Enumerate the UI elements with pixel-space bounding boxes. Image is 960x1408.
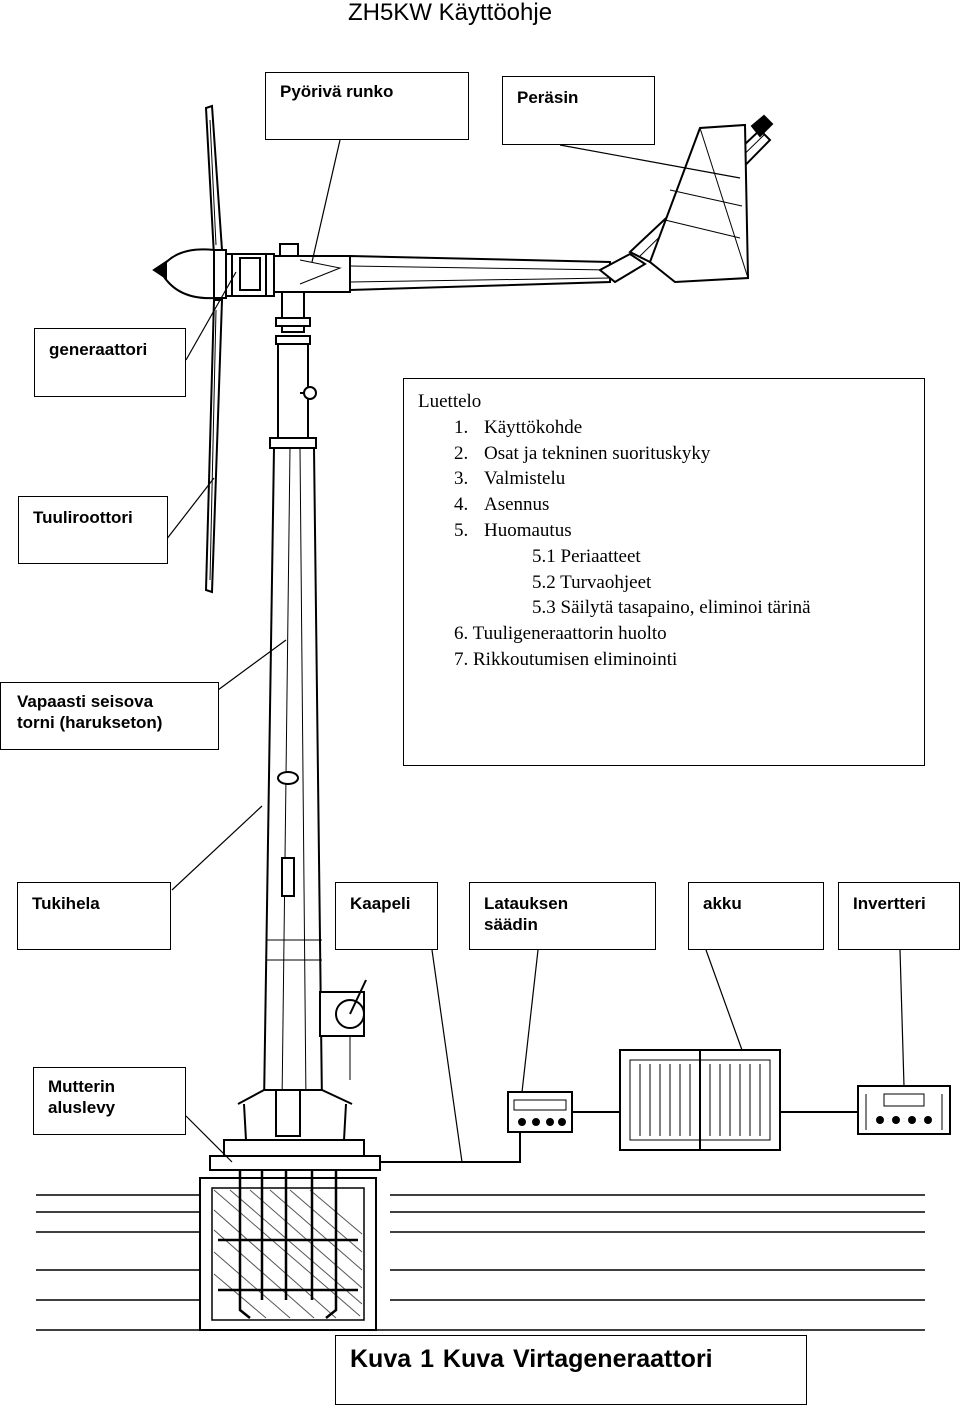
rotor-label: Tuuliroottori — [18, 496, 168, 564]
tower-text-line1: Vapaasti seisova — [17, 692, 154, 711]
leader-lines — [165, 139, 905, 1163]
rotating-body-text: Pyörivä runko — [280, 82, 394, 101]
tower — [209, 447, 381, 1171]
toc-item-number: 4. — [454, 494, 469, 516]
tail-text: Peräsin — [517, 88, 579, 107]
toc-item: 4. Asennus — [418, 492, 924, 518]
charge-text-line1: Latauksen — [484, 894, 569, 913]
yaw-shaft — [269, 291, 317, 449]
toc-subitem: 5.2 Turvaohjeet — [532, 571, 652, 593]
figure-caption: Kuva 1 Kuva Virtageneraattori — [335, 1335, 807, 1405]
generator-text: generaattori — [49, 340, 148, 359]
foundation — [199, 1170, 377, 1331]
toc-item-text: Valmistelu — [484, 468, 566, 490]
inverter-label: Invertteri — [838, 882, 960, 950]
tail-label: Peräsin — [502, 76, 655, 145]
toc-item: 7. Rikkoutumisen eliminointi — [454, 648, 678, 670]
toc-item-number: 1. — [454, 416, 469, 438]
guy-wire-text: Tukihela — [32, 894, 100, 913]
nut-text-line2: aluslevy — [48, 1098, 116, 1117]
toc-item: 6. Tuuligeneraattorin huolto — [454, 623, 667, 645]
toc-item: 1. Käyttökohde — [418, 415, 924, 441]
toc-item-text: Käyttökohde — [484, 416, 583, 438]
toc-item-text: Osat ja tekninen suorituskyky — [484, 442, 711, 464]
rotating-body — [273, 243, 611, 293]
cable-text: Kaapeli — [350, 894, 411, 913]
toc-item: 3. Valmistelu — [418, 466, 924, 492]
generator-nose — [152, 248, 275, 300]
toc-item: 2. Osat ja tekninen suorituskyky — [418, 441, 924, 467]
toc-items: 1. Käyttökohde 2. Osat ja tekninen suoritus… — [418, 415, 924, 673]
rotating-body-label: Pyörivä runko — [265, 72, 469, 140]
toc-subitem: 5.3 Säilytä tasapaino, eliminoi tärinä — [532, 597, 811, 619]
tower-label: Vapaasti seisova torni (harukseton) — [0, 682, 219, 750]
cable-label: Kaapeli — [335, 882, 438, 950]
charge-text-line2: säädin — [484, 915, 538, 934]
battery-label: akku — [688, 882, 824, 950]
inverter-unit — [857, 1085, 951, 1135]
toc-item-number: 2. — [454, 442, 469, 464]
battery-text: akku — [703, 894, 742, 913]
charge-controller-label: Latauksen säädin — [469, 882, 656, 950]
table-of-contents: Luettelo 1. Käyttökohde 2. Osat ja tekninen… — [403, 378, 925, 766]
page-title: ZH5KW Käyttöohje — [347, 0, 553, 26]
nut-text-line1: Mutterin — [48, 1077, 116, 1096]
tower-text-line2: torni (harukseton) — [17, 713, 163, 732]
rotor-blades — [204, 104, 224, 594]
charge-controller — [380, 1091, 573, 1163]
toc-subitem: 5.1 Periaatteet — [532, 545, 641, 567]
guy-wire-label: Tukihela — [17, 882, 171, 950]
rotor-text: Tuuliroottori — [33, 508, 133, 527]
toc-item-text: Asennus — [484, 494, 550, 516]
inverter-text: Invertteri — [853, 894, 926, 913]
caption-text: Kuva 1 Kuva Virtageneraattori — [350, 1345, 713, 1373]
toc-item: 5. Huomautus — [418, 518, 924, 544]
toc-item-text: Huomautus — [484, 519, 572, 541]
toc-item-number: 5. — [454, 519, 469, 541]
generator-label: generaattori — [34, 328, 186, 397]
ground — [36, 1194, 925, 1331]
battery-bank — [572, 1049, 858, 1151]
nut-washer-label: Mutterin aluslevy — [33, 1067, 186, 1135]
toc-item-number: 3. — [454, 468, 469, 490]
toc-heading: Luettelo — [418, 391, 482, 412]
tail-vane — [598, 114, 774, 284]
